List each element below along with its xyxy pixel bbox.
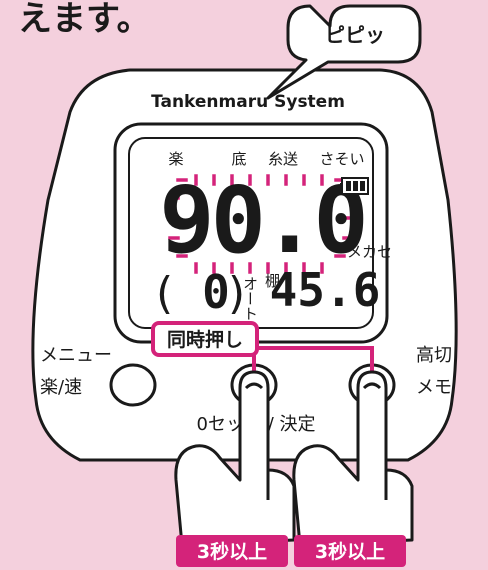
menu-label: メニュー: [40, 345, 112, 366]
counter-value: 0: [202, 265, 230, 319]
battery-icon: [340, 177, 369, 195]
tana-label: 棚: [265, 272, 280, 290]
left-duration-text: 3秒以上: [197, 540, 267, 563]
takagiri-label: 高切: [416, 345, 452, 366]
callout-connector: [252, 346, 374, 372]
memo-label: メモ: [416, 377, 452, 398]
mode-label-raku: 楽: [168, 150, 183, 168]
flash-indicator: [168, 174, 354, 274]
callout-text: 同時押し: [167, 328, 243, 351]
beep-speech-bubble: [266, 4, 422, 100]
mode-label-soko: 底: [231, 150, 246, 168]
raku-soku-label: 楽/速: [40, 377, 82, 398]
close-paren: ): [228, 268, 245, 319]
main-depth-value: 90.0: [159, 167, 365, 274]
heading-text: えます。: [18, 0, 151, 39]
tana-value: 45.6: [270, 263, 381, 317]
right-duration-text: 3秒以上: [315, 540, 385, 563]
right-duration-badge: [294, 535, 406, 567]
oto-label: オート: [241, 276, 259, 321]
simultaneous-press-callout: [151, 321, 259, 357]
unit-label: メカセ: [347, 243, 392, 261]
speech-bubble-text: ピピッ: [325, 23, 385, 47]
open-paren: (: [156, 268, 173, 319]
left-hand: [174, 370, 296, 547]
menu-button[interactable]: [109, 363, 157, 407]
left-duration-badge: [176, 535, 288, 567]
right-hand: [292, 370, 414, 547]
brand-label: Tankenmaru System: [151, 92, 345, 112]
mode-label-sasoi: さそい: [319, 150, 364, 168]
mode-label-itookuri: 糸送: [268, 150, 298, 168]
